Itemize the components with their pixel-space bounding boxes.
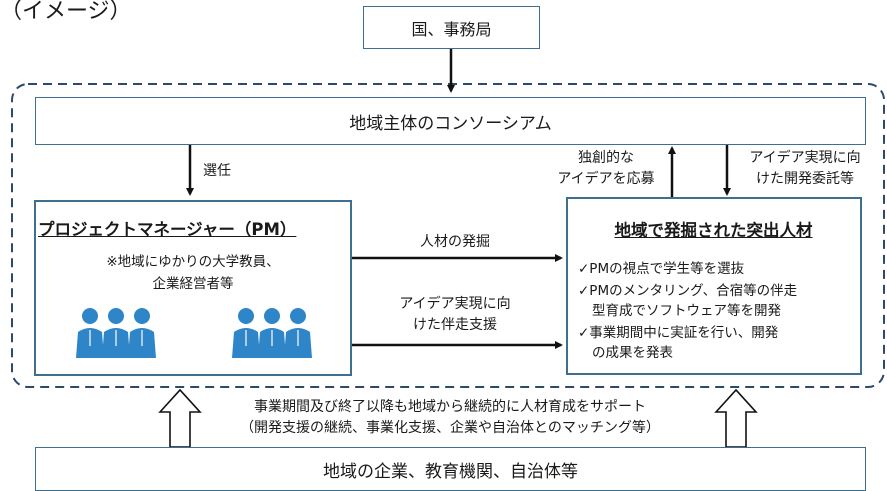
people-group-icon — [76, 308, 156, 358]
page-title: （イメージ） — [0, 0, 132, 24]
people-group-icon — [232, 308, 312, 358]
edge-label-apply-2: アイデアを応募 — [557, 171, 655, 187]
talent-item: ✓事業期間中に実証を行い、開発 — [578, 325, 779, 341]
edge-label-discover: 人材の発掘 — [420, 234, 490, 250]
consortium-boundary — [11, 83, 885, 388]
node-local-stakeholders-label: 地域の企業、教育機関、自治体等 — [323, 461, 578, 482]
talent-item: ✓PMのメンタリング、合宿等の伴走 — [578, 283, 798, 299]
pm-note-1: ※地域にゆかりの大学教員、 — [106, 254, 280, 270]
hollow-arrow-left — [158, 388, 202, 448]
node-consortium-label: 地域主体のコンソーシアム — [349, 113, 552, 134]
support-note-line-1: 事業期間及び終了以降も地域から継続的に人材育成をサポート — [254, 399, 646, 415]
node-consortium: 地域主体のコンソーシアム — [35, 97, 866, 145]
pm-note-2: 企業経営者等 — [152, 276, 234, 292]
edge-label-apply-1: 独創的な — [578, 150, 634, 166]
talent-item: の成果を発表 — [592, 345, 673, 361]
node-talent: 地域で発掘された突出人材 ✓PMの視点で学生等を選抜 ✓PMのメンタリング、合宿… — [566, 197, 862, 375]
pm-title: プロジェクトマネージャー（PM） — [38, 220, 297, 239]
node-local-stakeholders: 地域の企業、教育機関、自治体等 — [35, 447, 866, 491]
node-government-label: 国、事務局 — [411, 19, 492, 39]
edge-label-commission-1: アイデア実現に向 — [749, 150, 861, 166]
talent-title: 地域で発掘された突出人材 — [614, 221, 813, 240]
hollow-arrow-right — [714, 388, 758, 448]
node-project-manager: プロジェクトマネージャー（PM） ※地域にゆかりの大学教員、 企業経営者等 — [34, 200, 352, 376]
edge-label-support-1: アイデア実現に向 — [399, 296, 511, 312]
edge-label-support-2: けた伴走支援 — [413, 317, 497, 333]
node-government: 国、事務局 — [363, 6, 540, 49]
talent-item: 型育成でソフトウェア等を開発 — [592, 303, 781, 319]
talent-item: ✓PMの視点で学生等を選抜 — [578, 261, 745, 277]
edge-label-commission-2: けた開発委託等 — [756, 171, 854, 187]
support-note-line-2: （開発支援の継続、事業化支援、企業や自治体とのマッチング等） — [240, 420, 660, 436]
edge-label-select: 選任 — [203, 163, 231, 179]
